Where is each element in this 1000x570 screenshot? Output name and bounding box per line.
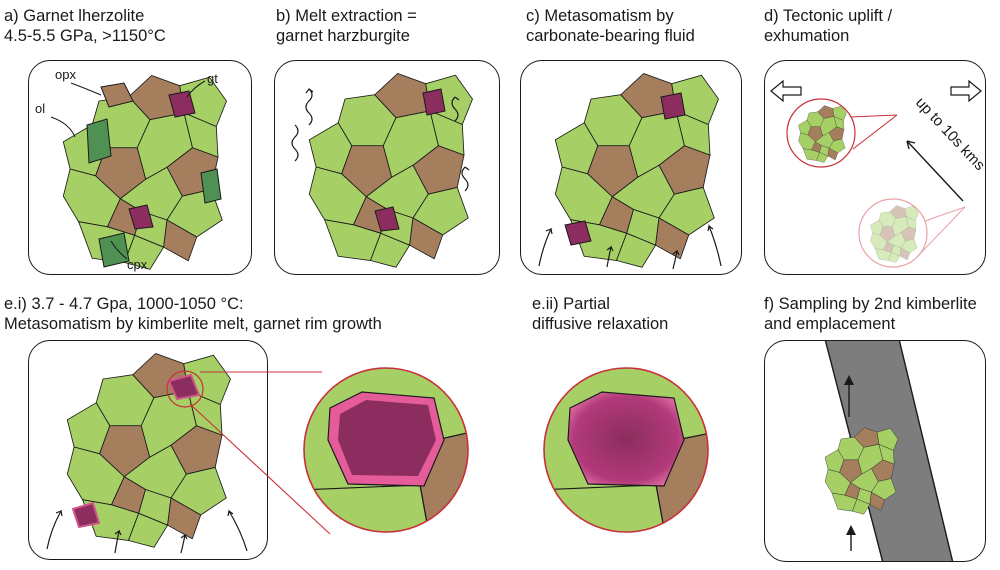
label-cpx: cpx: [127, 257, 148, 272]
caption-a-line1: a) Garnet lherzolite: [4, 7, 145, 25]
panel-f: [764, 340, 986, 562]
caption-e-ii-line2: diffusive relaxation: [532, 315, 669, 333]
up-arrow-icon: [844, 375, 854, 385]
right-hollow-arrow-icon: [950, 79, 982, 103]
zoom-circle-e-i: [304, 368, 468, 532]
panel-c: [520, 60, 742, 275]
caption-a: a) Garnet lherzolite 4.5-5.5 GPa, >1150°…: [4, 6, 166, 46]
caption-a-line2: 4.5-5.5 GPa, >1150°C: [4, 27, 166, 45]
caption-d-line1: d) Tectonic uplift /: [764, 7, 893, 25]
caption-f: f) Sampling by 2nd kimberlite and emplac…: [764, 294, 977, 334]
caption-c: c) Metasomatism by carbonate-bearing flu…: [526, 6, 695, 46]
panel-e-i-drawing: [46, 353, 248, 554]
panel-c-drawing: [538, 73, 722, 270]
caption-b-line1: b) Melt extraction =: [276, 7, 417, 25]
cpx-grain: [86, 118, 112, 164]
caption-e-i-line2: Metasomatism by kimberlite melt, garnet …: [4, 315, 382, 333]
panel-b: [274, 60, 500, 275]
caption-e-ii: e.ii) Partial diffusive relaxation: [532, 294, 668, 334]
cpx-grain: [98, 232, 130, 268]
garnet-grain: [168, 90, 196, 118]
panel-b-drawing: [291, 73, 473, 268]
caption-c-line2: carbonate-bearing fluid: [526, 27, 695, 45]
fluid-arrow-icon: [538, 223, 722, 270]
caption-e-i: e.i) 3.7 - 4.7 Gpa, 1000-1050 °C: Metaso…: [4, 294, 382, 334]
panel-f-drawing: [824, 341, 954, 561]
label-opx: opx: [55, 67, 76, 82]
d-arrow-label: up to 10s kms: [912, 94, 986, 174]
caption-f-line2: and emplacement: [764, 315, 896, 333]
caption-f-line1: f) Sampling by 2nd kimberlite: [764, 295, 977, 313]
caption-d-line2: exhumation: [764, 27, 850, 45]
wavy-arrow-icon: [291, 88, 470, 192]
panel-d: up to 10s kms: [764, 60, 986, 275]
panel-e-i: [28, 340, 268, 560]
panel-a-drawing: opx gt ol cpx: [35, 67, 227, 272]
label-gt: gt: [207, 71, 218, 86]
caption-e-ii-line1: e.ii) Partial: [532, 295, 610, 313]
caption-d: d) Tectonic uplift / exhumation: [764, 6, 892, 46]
caption-b: b) Melt extraction = garnet harzburgite: [276, 6, 417, 46]
caption-e-i-line1: e.i) 3.7 - 4.7 Gpa, 1000-1050 °C:: [4, 295, 244, 313]
panel-d-drawing: up to 10s kms: [770, 79, 986, 268]
garnet-grain: [128, 204, 154, 230]
zoom-source-circle: [166, 370, 204, 408]
cpx-grain: [200, 168, 222, 204]
opx-grain: [100, 82, 134, 108]
caption-c-line1: c) Metasomatism by: [526, 7, 674, 25]
garnet-with-rim: [167, 373, 201, 401]
label-ol: ol: [35, 101, 45, 116]
zoom-circle-e-ii: [543, 367, 709, 533]
panel-a: opx gt ol cpx: [28, 60, 252, 275]
up-arrow-icon: [846, 525, 856, 535]
caption-b-line2: garnet harzburgite: [276, 27, 410, 45]
left-hollow-arrow-icon: [770, 79, 802, 103]
